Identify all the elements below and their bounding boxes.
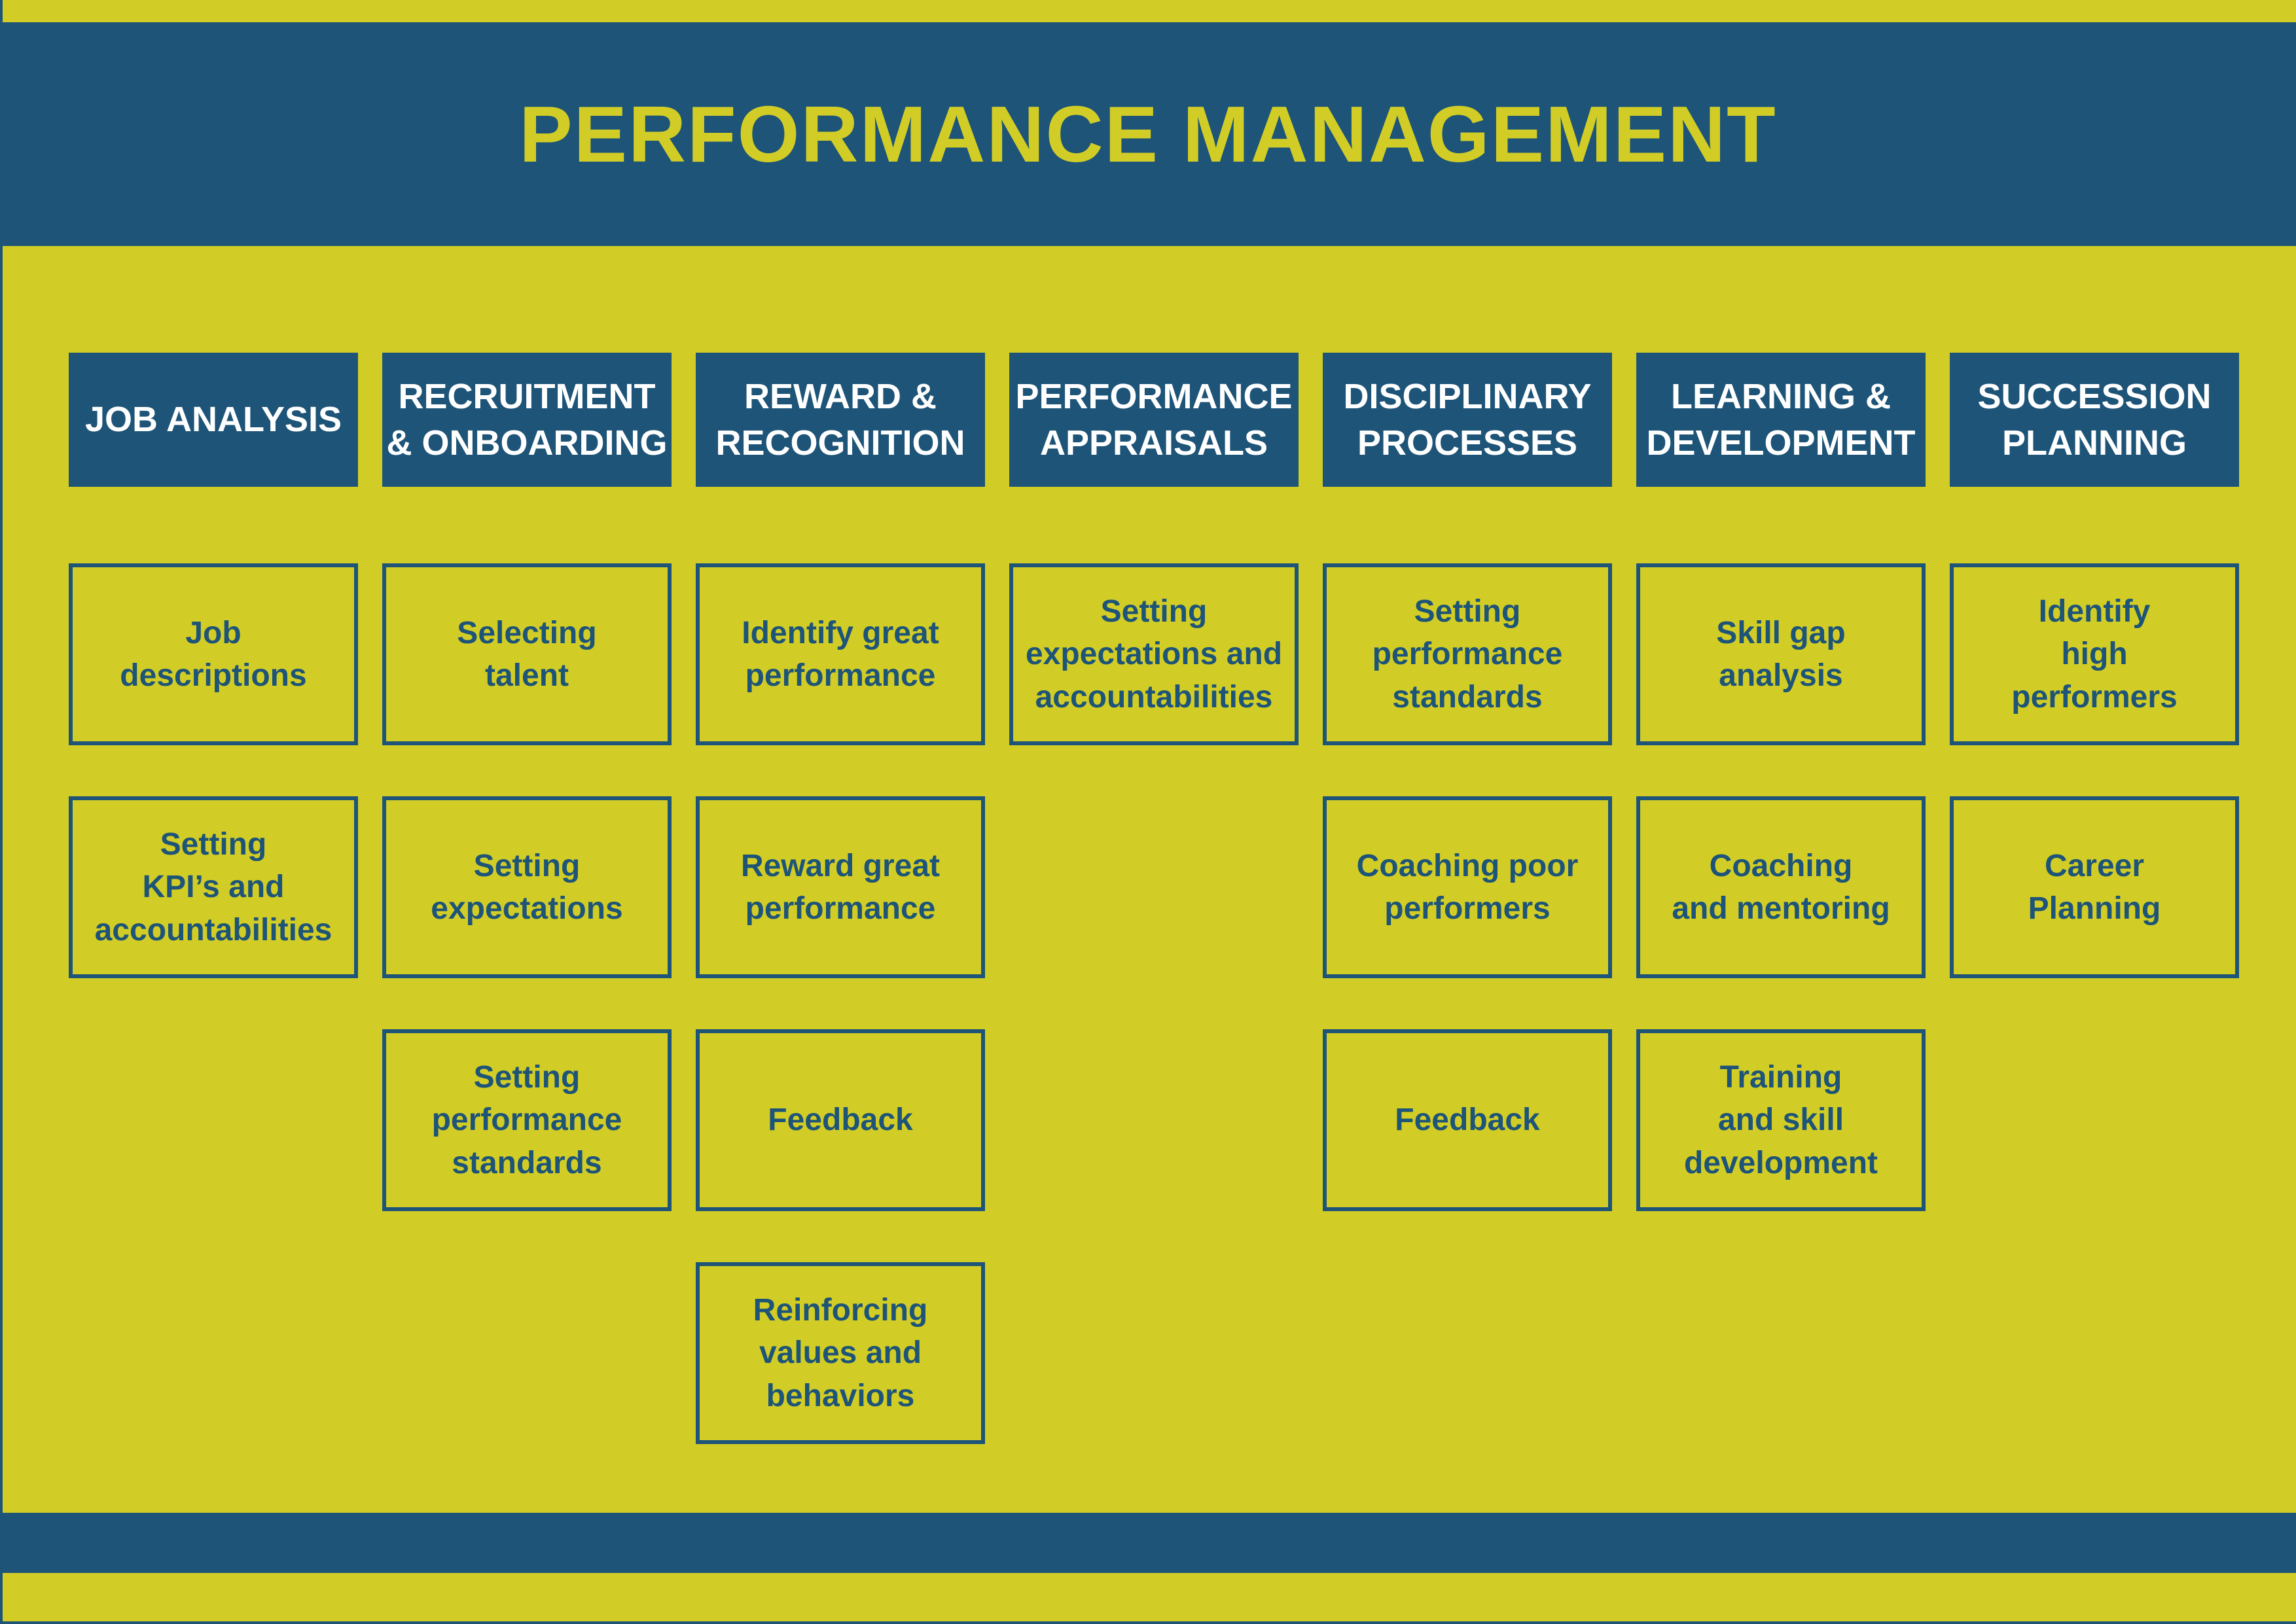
- item-job-descriptions: Job descriptions: [69, 563, 358, 745]
- item-reward-great-performance: Reward great performance: [696, 796, 985, 978]
- item-setting-expectations: Setting expectations: [382, 796, 672, 978]
- item-feedback-reward: Feedback: [696, 1029, 985, 1211]
- item-identify-great-performance: Identify great performance: [696, 563, 985, 745]
- column-header-disciplinary-processes: DISCIPLINARY PROCESSES: [1323, 353, 1612, 487]
- left-edge-strip: [0, 0, 3, 1624]
- item-reinforcing-values-behaviors: Reinforcing values and behaviors: [696, 1262, 985, 1444]
- column-header-learning-development: LEARNING & DEVELOPMENT: [1636, 353, 1926, 487]
- item-setting-performance-standards-recruitment: Setting performance standards: [382, 1029, 672, 1211]
- column-succession-planning: SUCCESSION PLANNING Identify high perfor…: [1950, 353, 2239, 1495]
- title-banner: PERFORMANCE MANAGEMENT: [0, 22, 2296, 246]
- column-header-job-analysis: JOB ANALYSIS: [69, 353, 358, 487]
- column-reward-recognition: REWARD & RECOGNITION Identify great perf…: [696, 353, 985, 1495]
- item-identify-high-performers: Identify high performers: [1950, 563, 2239, 745]
- item-coaching-poor-performers: Coaching poor performers: [1323, 796, 1612, 978]
- item-skill-gap-analysis: Skill gap analysis: [1636, 563, 1926, 745]
- column-header-recruitment-onboarding: RECRUITMENT & ONBOARDING: [382, 353, 672, 487]
- column-performance-appraisals: PERFORMANCE APPRAISALS Setting expectati…: [1009, 353, 1299, 1495]
- column-header-reward-recognition: REWARD & RECOGNITION: [696, 353, 985, 487]
- item-training-skill-development: Training and skill development: [1636, 1029, 1926, 1211]
- column-header-performance-appraisals: PERFORMANCE APPRAISALS: [1009, 353, 1299, 487]
- item-setting-kpis-and-accountabilities: Setting KPI’s and accountabilities: [69, 796, 358, 978]
- columns-grid: JOB ANALYSIS Job descriptions Setting KP…: [69, 353, 2239, 1495]
- column-recruitment-onboarding: RECRUITMENT & ONBOARDING Selecting talen…: [382, 353, 672, 1495]
- bottom-edge-strip: [0, 1621, 2296, 1624]
- item-career-planning: Career Planning: [1950, 796, 2239, 978]
- column-job-analysis: JOB ANALYSIS Job descriptions Setting KP…: [69, 353, 358, 1495]
- item-setting-expectations-accountabilities: Setting expectations and accountabilitie…: [1009, 563, 1299, 745]
- page-title: PERFORMANCE MANAGEMENT: [519, 90, 1777, 179]
- column-header-succession-planning: SUCCESSION PLANNING: [1950, 353, 2239, 487]
- item-coaching-and-mentoring: Coaching and mentoring: [1636, 796, 1926, 978]
- item-selecting-talent: Selecting talent: [382, 563, 672, 745]
- bottom-accent-bar: [0, 1513, 2296, 1573]
- column-learning-development: LEARNING & DEVELOPMENT Skill gap analysi…: [1636, 353, 1926, 1495]
- column-disciplinary-processes: DISCIPLINARY PROCESSES Setting performan…: [1323, 353, 1612, 1495]
- item-setting-performance-standards-disciplinary: Setting performance standards: [1323, 563, 1612, 745]
- item-feedback-disciplinary: Feedback: [1323, 1029, 1612, 1211]
